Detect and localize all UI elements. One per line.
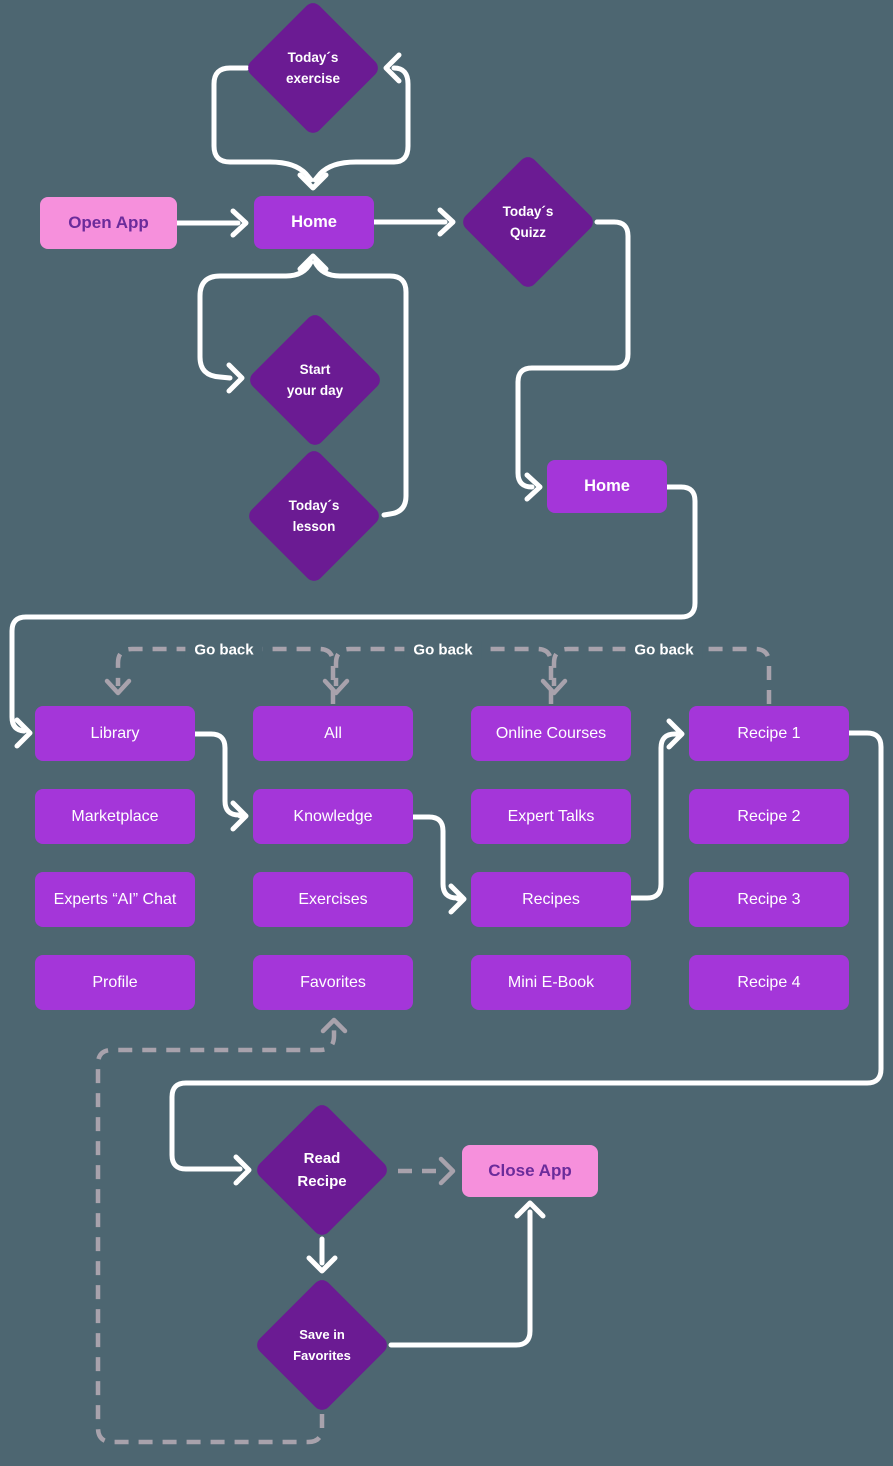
solid-connectors: [9, 52, 884, 1348]
arrowhead-into-exercise: [383, 52, 402, 84]
arrowhead-into-knowledge: [230, 800, 249, 832]
node-close-app[interactable]: Close App: [462, 1145, 598, 1197]
node-experts-ai-chat-label: Experts “AI” Chat: [53, 890, 177, 908]
arrowhead-goback-all: [322, 678, 350, 696]
edge-recipes-to-recipe1: [628, 731, 679, 901]
node-recipe-2[interactable]: Recipe 2: [689, 789, 849, 844]
arrowhead-into-closeapp-bottom: [514, 1200, 546, 1219]
arrowhead-into-library: [14, 717, 33, 749]
edge-home2-to-library: [9, 484, 698, 734]
node-home-2[interactable]: Home: [547, 460, 667, 513]
decision-todays-exercise-label: Today´s exercise: [285, 50, 341, 86]
edge-exercise-to-home: [211, 65, 314, 183]
decision-todays-lesson-label: Today´s lesson: [288, 498, 340, 534]
node-recipe-2-label: Recipe 2: [737, 807, 801, 825]
go-back-label-3: Go back: [625, 640, 703, 660]
node-exercises-label: Exercises: [298, 890, 368, 908]
node-library[interactable]: Library: [35, 706, 195, 761]
node-library-label: Library: [90, 724, 140, 742]
node-all[interactable]: All: [253, 706, 413, 761]
edge-home-to-startday: [197, 259, 314, 381]
arrowhead-into-recipe1: [666, 718, 685, 750]
arrowhead-into-quizz: [437, 207, 456, 237]
arrowhead-into-readrecipe: [233, 1154, 252, 1186]
node-favorites[interactable]: Favorites: [253, 955, 413, 1010]
edge-save-to-favorites-loop: [95, 1030, 337, 1445]
node-experts-ai-chat[interactable]: Experts “AI” Chat: [35, 872, 195, 927]
node-online-courses-label: Online Courses: [495, 724, 607, 742]
edge-recipe1-to-readrecipe: [169, 730, 884, 1172]
node-favorites-label: Favorites: [300, 973, 366, 991]
node-home-2-label: Home: [584, 477, 630, 495]
arrowhead-into-home2: [524, 472, 543, 502]
node-recipe-3-label: Recipe 3: [737, 890, 801, 908]
arrowhead-into-home-top: [297, 172, 329, 191]
arrowhead-into-favorites: [320, 1017, 348, 1034]
node-mini-ebook-label: Mini E-Book: [507, 973, 595, 991]
node-recipe-3[interactable]: Recipe 3: [689, 872, 849, 927]
edge-knowledge-to-recipes: [410, 814, 461, 902]
node-all-label: All: [324, 724, 342, 742]
arrowhead-goback-library: [104, 678, 132, 696]
node-open-app-label: Open App: [68, 213, 149, 232]
arrowhead-goback-courses: [540, 678, 568, 696]
node-mini-ebook[interactable]: Mini E-Book: [471, 955, 631, 1010]
edge-quizz-to-home2: [515, 219, 631, 490]
arrowhead-into-save: [306, 1255, 338, 1274]
node-knowledge[interactable]: Knowledge: [253, 789, 413, 844]
node-close-app-label: Close App: [488, 1161, 572, 1180]
node-profile-label: Profile: [92, 973, 138, 991]
node-marketplace[interactable]: Marketplace: [35, 789, 195, 844]
node-recipes[interactable]: Recipes: [471, 872, 631, 927]
node-recipe-4[interactable]: Recipe 4: [689, 955, 849, 1010]
arrowhead-into-home-left: [230, 208, 249, 238]
arrowhead-into-home-bottom: [297, 253, 329, 272]
node-exercises[interactable]: Exercises: [253, 872, 413, 927]
node-recipes-label: Recipes: [522, 890, 580, 908]
edge-save-to-closeapp: [388, 1209, 533, 1348]
go-back-label-1: Go back: [185, 640, 263, 660]
decision-todays-quizz-label: Today´s Quizz: [502, 204, 554, 240]
arrowhead-into-startday: [226, 362, 245, 394]
arrowhead-into-recipes: [448, 883, 467, 915]
node-knowledge-label: Knowledge: [293, 807, 373, 825]
decision-start-your-day-label: Start your day: [286, 362, 344, 398]
node-recipe-4-label: Recipe 4: [737, 973, 801, 991]
node-recipe-1[interactable]: Recipe 1: [689, 706, 849, 761]
arrowhead-dashed-closeapp: [438, 1156, 456, 1186]
node-profile[interactable]: Profile: [35, 955, 195, 1010]
dashed-connectors: [95, 646, 772, 1445]
node-online-courses[interactable]: Online Courses: [471, 706, 631, 761]
edge-lesson-to-home: [312, 259, 409, 518]
node-home-1-label: Home: [291, 213, 337, 231]
node-home-1[interactable]: Home: [254, 196, 374, 249]
decision-save-in-favorites-label: Save in Favorites: [293, 1327, 351, 1363]
node-recipe-1-label: Recipe 1: [737, 724, 801, 742]
decision-read-recipe-label: Read Recipe: [297, 1150, 347, 1190]
node-open-app[interactable]: Open App: [40, 197, 177, 249]
go-back-label-2: Go back: [404, 640, 482, 660]
edge-home-to-exercise: [312, 65, 411, 183]
node-expert-talks[interactable]: Expert Talks: [471, 789, 631, 844]
edge-library-to-knowledge: [192, 731, 243, 819]
node-expert-talks-label: Expert Talks: [507, 807, 595, 825]
node-marketplace-label: Marketplace: [71, 807, 159, 825]
